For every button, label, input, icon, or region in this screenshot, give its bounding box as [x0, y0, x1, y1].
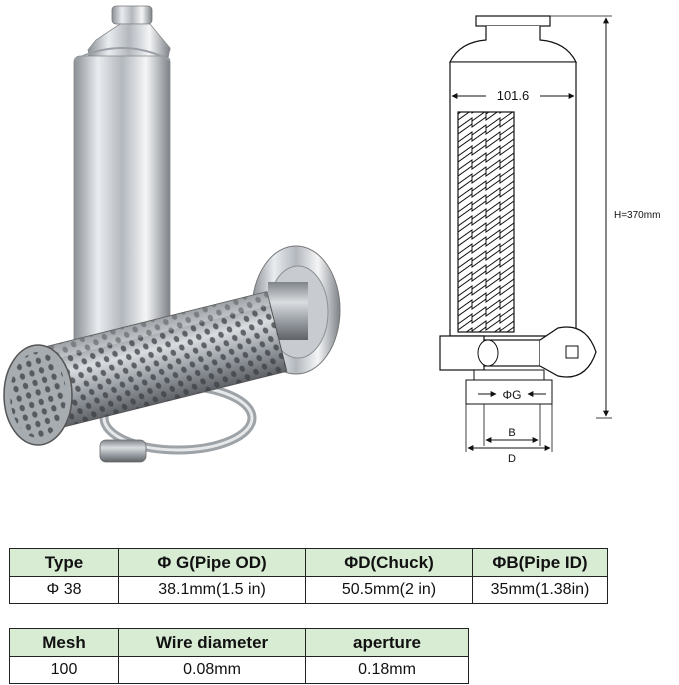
table-header-row: Type Φ G(Pipe OD) ΦD(Chuck) ΦB(Pipe ID) [9, 548, 608, 577]
pipe-spec-table: Type Φ G(Pipe OD) ΦD(Chuck) ΦB(Pipe ID) … [9, 548, 608, 604]
b-dimension: B [508, 427, 515, 439]
d-dimension: D [508, 453, 516, 465]
table-row: Φ 38 38.1mm(1.5 in) 50.5mm(2 in) 35mm(1.… [9, 576, 608, 604]
header-pipe-id: ΦB(Pipe ID) [472, 548, 608, 577]
cell-mesh: 100 [9, 656, 119, 684]
cell-wire-diameter: 0.08mm [118, 656, 306, 684]
technical-drawing: 101.6 ΦG B D H=370mm [439, 15, 660, 465]
cell-type: Φ 38 [9, 576, 119, 604]
header-aperture: aperture [305, 628, 469, 657]
header-chuck: ΦD(Chuck) [305, 548, 473, 577]
header-mesh: Mesh [9, 628, 119, 657]
product-photo [3, 5, 341, 463]
header-type: Type [9, 548, 119, 577]
table-header-row: Mesh Wire diameter aperture [9, 628, 469, 657]
cell-pipe-od: 38.1mm(1.5 in) [118, 576, 306, 604]
cell-pipe-id: 35mm(1.38in) [472, 576, 608, 604]
table-row: 100 0.08mm 0.18mm [9, 656, 469, 684]
header-wire-diameter: Wire diameter [118, 628, 306, 657]
header-pipe-od: Φ G(Pipe OD) [118, 548, 306, 577]
height-dimension: H=370mm [614, 210, 660, 221]
cell-chuck: 50.5mm(2 in) [305, 576, 473, 604]
width-dimension: 101.6 [497, 88, 530, 103]
cell-aperture: 0.18mm [305, 656, 469, 684]
mesh-spec-table: Mesh Wire diameter aperture 100 0.08mm 0… [9, 628, 469, 684]
g-dimension: ΦG [503, 388, 522, 402]
